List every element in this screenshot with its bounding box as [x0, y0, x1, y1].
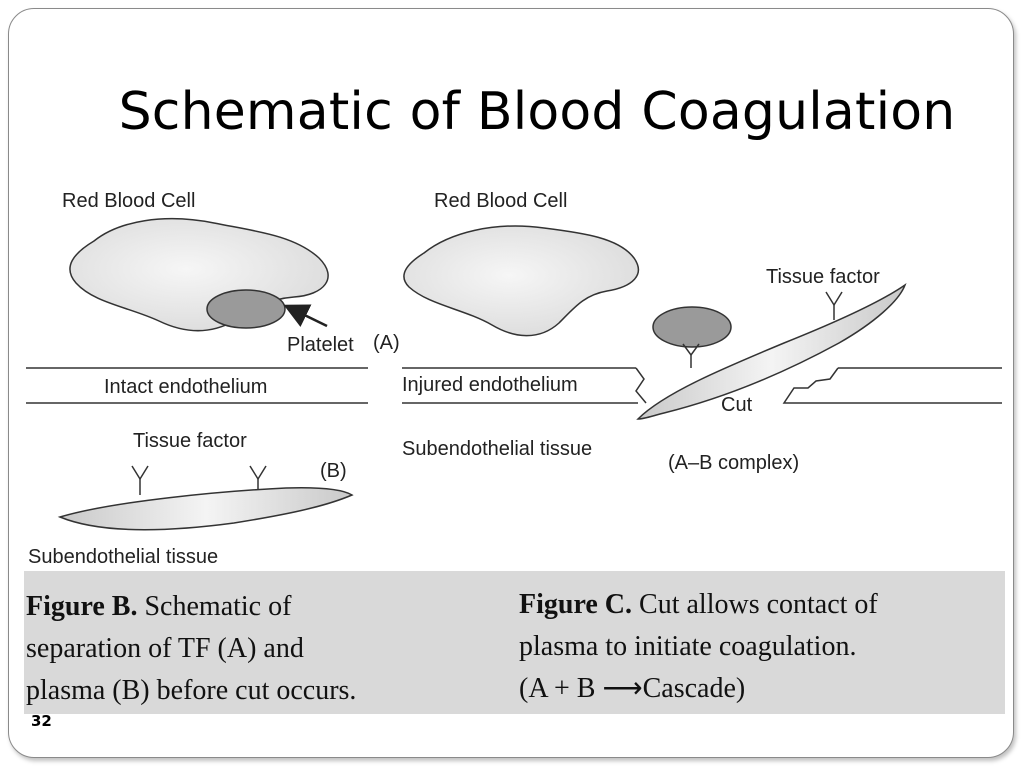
marker-a: (A) — [373, 332, 400, 354]
injured-endothelium-label: Injured endothelium — [402, 374, 578, 396]
page-number: 32 — [31, 712, 52, 730]
subendothelial-label-b: Subendothelial tissue — [28, 546, 218, 568]
cascade-arrow-icon: ⟶ — [602, 673, 642, 704]
ab-complex-label: (A–B complex) — [668, 452, 799, 474]
coagulation-figure: Red Blood Cell Platelet (A) Intact endot… — [24, 183, 1005, 714]
marker-b: (B) — [320, 460, 347, 482]
caption-c-line3-a: (A + B — [519, 673, 602, 704]
intact-endothelium-label: Intact endothelium — [104, 376, 267, 398]
caption-c-line3: (A + B ⟶Cascade) — [519, 673, 745, 704]
subendothelial-tissue-b — [57, 487, 354, 531]
injured-endothelium-lines-right — [782, 367, 1002, 404]
caption-b-line1: Figure B. Schematic of — [26, 591, 292, 622]
tissue-factor-receptor-c — [825, 291, 843, 320]
slide-title: Schematic of Blood Coagulation — [118, 82, 956, 142]
subendothelial-tissue-c — [636, 283, 907, 420]
tissue-factor-receptor-2 — [249, 465, 267, 490]
rbc-label-b: Red Blood Cell — [62, 190, 195, 212]
caption-band — [24, 571, 1005, 714]
red-blood-cell-c — [403, 225, 640, 337]
caption-c-line1: Figure C. Cut allows contact of — [519, 589, 878, 620]
caption-c-line2: plasma to initiate coagulation. — [519, 631, 856, 662]
tissue-factor-receptor-1 — [131, 465, 149, 495]
caption-b-line1-text: Schematic of — [137, 591, 292, 622]
bound-receptor-c — [682, 343, 700, 368]
cut-label: Cut — [721, 394, 753, 416]
platelet-b — [206, 289, 286, 329]
caption-b-line3: plasma (B) before cut occurs. — [26, 675, 356, 706]
caption-c-bold: Figure C. — [519, 589, 632, 620]
platelet-arrow — [283, 304, 328, 328]
caption-b-bold: Figure B. — [26, 591, 137, 622]
caption-c-line3-b: Cascade) — [643, 673, 746, 704]
caption-b-line2: separation of TF (A) and — [26, 633, 304, 664]
caption-c-line1-text: Cut allows contact of — [632, 589, 878, 620]
injured-endothelium-lines-left — [402, 367, 647, 404]
subendothelial-label-c: Subendothelial tissue — [402, 438, 592, 460]
platelet-c — [652, 306, 732, 348]
platelet-label: Platelet — [287, 334, 354, 356]
tissue-factor-label-c: Tissue factor — [766, 266, 880, 288]
tissue-factor-label-b: Tissue factor — [133, 430, 247, 452]
rbc-label-c: Red Blood Cell — [434, 190, 567, 212]
